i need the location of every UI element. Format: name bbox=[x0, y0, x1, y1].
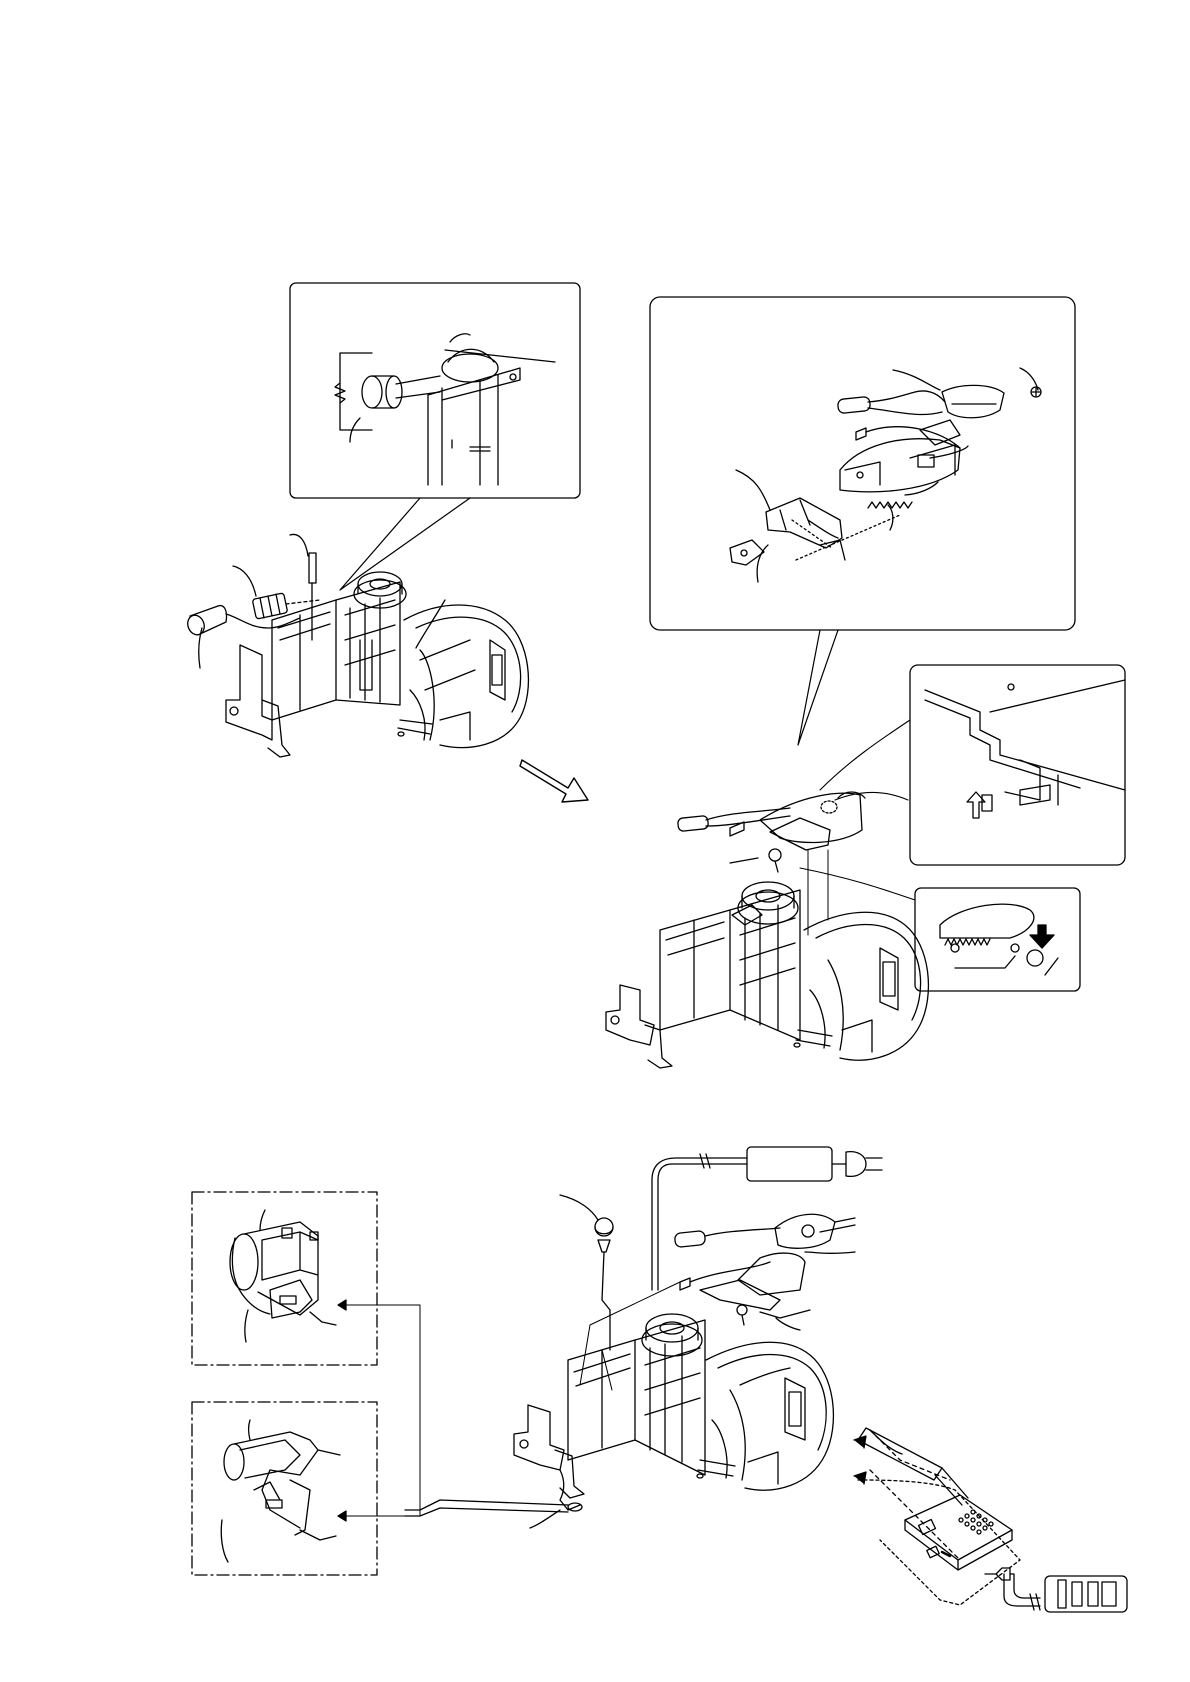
mechanism-assembly-right bbox=[606, 792, 928, 1068]
capacitor-detail-callout bbox=[290, 283, 580, 590]
exploded-parts-callout bbox=[650, 297, 1075, 745]
hook-detail-callout bbox=[820, 665, 1125, 865]
service-setup-assembly bbox=[338, 1147, 1127, 1612]
jig-board bbox=[905, 1495, 1127, 1612]
lens-block-dashed-box-1 bbox=[192, 1192, 377, 1365]
step-arrow bbox=[520, 760, 588, 802]
spring-detail-callout bbox=[800, 868, 1080, 991]
lens-block-dashed-box-2 bbox=[192, 1402, 377, 1575]
mechanism-assembly-left bbox=[185, 534, 528, 757]
ac-adaptor bbox=[652, 1147, 882, 1290]
